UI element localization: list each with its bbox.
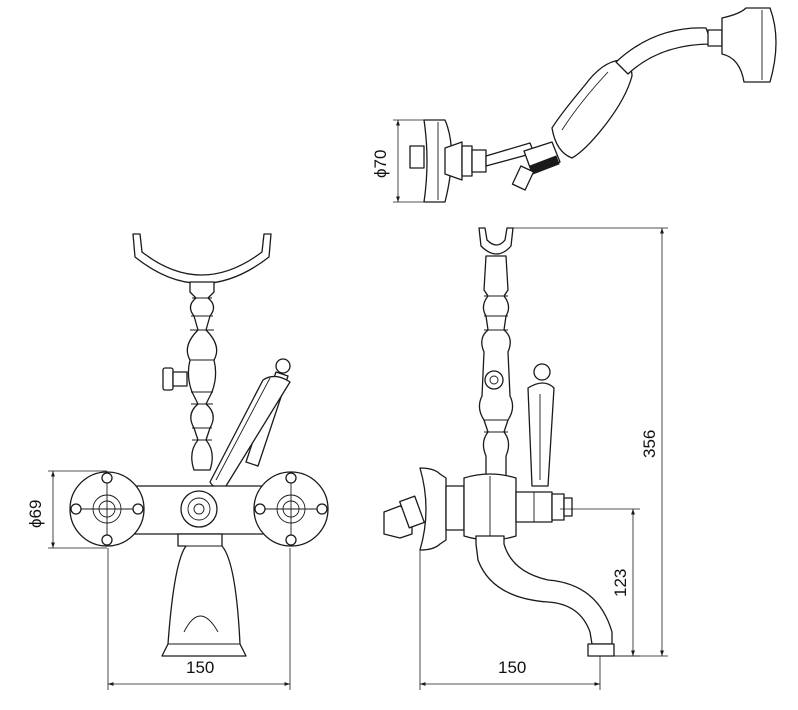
handle-diameter-label: ϕ69 <box>26 500 45 528</box>
side-depth-label: 150 <box>498 658 526 677</box>
front-width-label: 150 <box>186 658 214 677</box>
total-height-label: 356 <box>640 430 659 458</box>
hand-shower-view: ϕ70 <box>371 7 777 203</box>
hand-shower-diameter-label: ϕ70 <box>371 150 390 178</box>
spout-height-label: 123 <box>611 569 630 597</box>
front-view: ϕ69 150 <box>26 233 329 690</box>
side-view: 123 356 150 <box>383 227 668 690</box>
